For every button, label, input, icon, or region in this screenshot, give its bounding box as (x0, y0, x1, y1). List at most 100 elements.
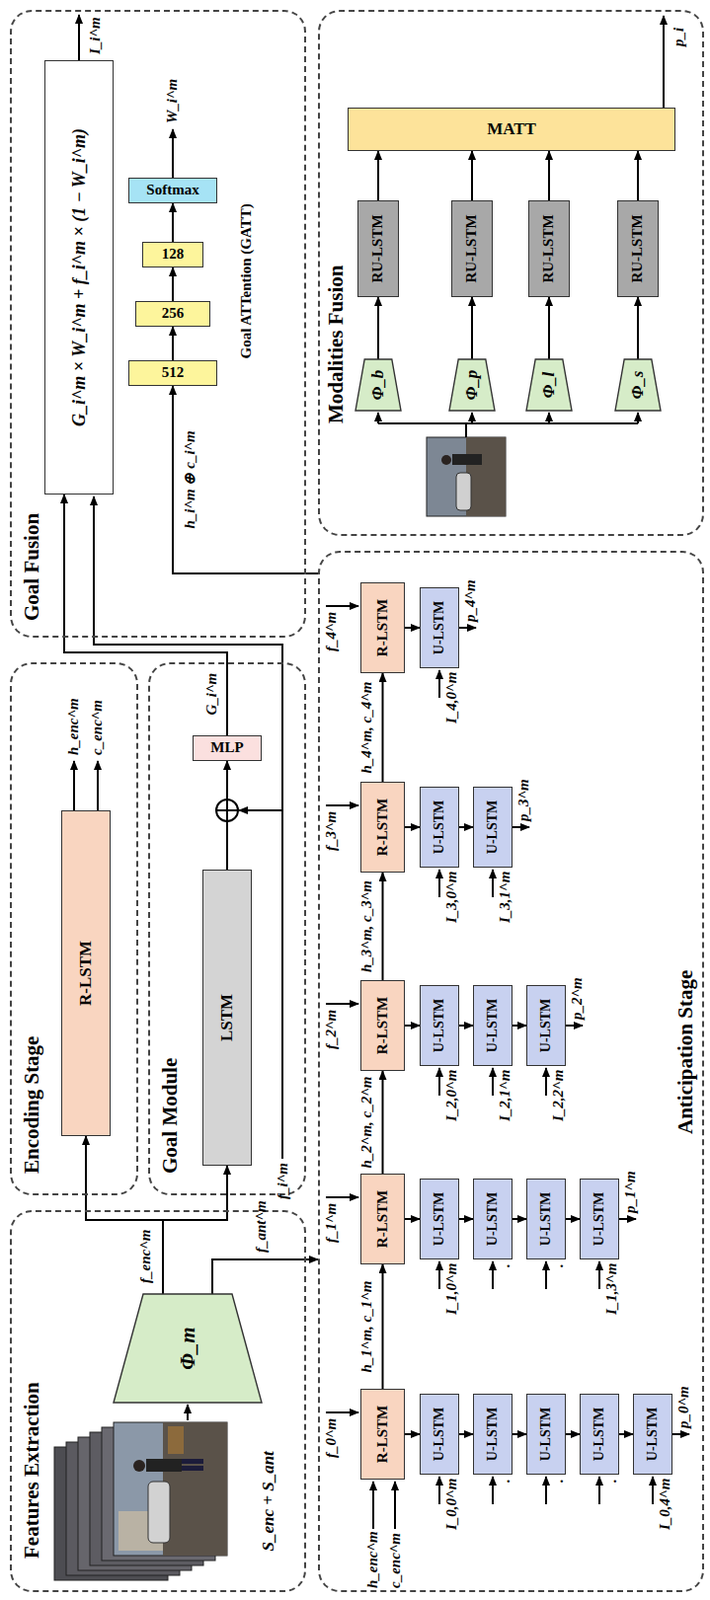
node-text: R-LSTM (374, 599, 392, 657)
output-wire (73, 761, 76, 811)
connector (636, 297, 639, 360)
math-label: f_2^m (321, 1010, 340, 1050)
connector (404, 826, 420, 829)
input-wire (438, 1068, 441, 1097)
trapezoid-shape (526, 359, 572, 411)
math-label: h_enc^m (64, 698, 82, 756)
input-wire (325, 1003, 359, 1006)
ru-lstm-box: RU-LSTM (617, 200, 659, 298)
output-wire (672, 1433, 690, 1436)
math-label: S_enc + S_ant (258, 1451, 279, 1552)
modality-frame (426, 437, 506, 517)
scene-object (167, 1426, 184, 1455)
output-wire (78, 14, 80, 61)
input-wire (491, 1262, 494, 1290)
node-text: U-LSTM (431, 999, 448, 1053)
node-text: Softmax (146, 181, 199, 199)
connector (459, 1218, 474, 1221)
math-label: p_0^m (674, 1386, 693, 1429)
math-label: I_2,1^m (495, 1070, 514, 1122)
connector (382, 872, 385, 981)
trapezoid-shape (355, 359, 401, 411)
concat-symbol (216, 799, 238, 822)
math-label: f_i^m (273, 1163, 292, 1200)
input-wire (636, 412, 639, 424)
frame-scene (118, 1422, 228, 1557)
panel-title: Goal Fusion (19, 513, 45, 622)
input-wire (545, 1068, 548, 1097)
input-wire (651, 1477, 654, 1505)
input-wire (471, 412, 474, 424)
math-label: W_i^m (162, 78, 181, 124)
connector (377, 151, 380, 201)
input-wire (491, 1477, 494, 1505)
node-text: U-LSTM (484, 1192, 501, 1247)
connector (512, 1433, 527, 1436)
connector (382, 673, 385, 783)
panel-title: Anticipation Stage (673, 970, 699, 1135)
trapezoid-shape (449, 359, 495, 411)
math-label: p_3^m (514, 779, 533, 822)
edge-label: h_3^m, c_3^m (357, 878, 376, 975)
math-label: h_enc^m (363, 1531, 382, 1589)
math-label: p_i (669, 27, 688, 47)
connector (85, 1136, 163, 1295)
scene-frame (426, 437, 506, 517)
math-label: . (495, 1479, 514, 1484)
input-wire (545, 1262, 548, 1290)
math-label: Goal ATTention (GATT) (236, 203, 255, 359)
u-lstm-box: U-LSTM (632, 1394, 673, 1476)
connector (471, 297, 474, 360)
r-lstm-box: R-LSTM (360, 1389, 405, 1481)
connector (459, 1025, 474, 1027)
input-wire (394, 1482, 396, 1530)
connector (377, 297, 380, 360)
scene-ground (162, 1422, 228, 1557)
video-frame (113, 1422, 228, 1557)
math-label: I_1,3^m (602, 1263, 621, 1316)
node-text: U-LSTM (538, 1408, 554, 1462)
node-text: U-LSTM (538, 1192, 554, 1247)
matt-box: MATT (347, 107, 676, 152)
connector (459, 1433, 474, 1436)
connector (619, 1433, 633, 1436)
math-label: . (602, 1479, 621, 1484)
output-wire (662, 15, 665, 108)
node-text: U-LSTM (538, 999, 554, 1053)
u-lstm-box: U-LSTM (473, 985, 513, 1067)
input-wire (598, 1262, 601, 1290)
u-lstm-box: U-LSTM (526, 985, 566, 1067)
u-lstm-box: U-LSTM (473, 1394, 513, 1476)
scene-ground (466, 437, 506, 517)
math-label: I_0,0^m (442, 1479, 461, 1531)
mlp-box: MLP (192, 735, 262, 762)
output-wire (96, 761, 99, 811)
connector (404, 627, 420, 630)
input-wire (325, 1412, 359, 1415)
fusion-formula: G_i^m × W_i^m + f_i^m × (1 − W_i^m) (44, 60, 114, 495)
math-label: f_1^m (321, 1203, 340, 1244)
node-text: 256 (161, 305, 185, 322)
u-lstm-box: U-LSTM (526, 1179, 566, 1261)
r-lstm-box: R-LSTM (360, 980, 405, 1072)
input-wire (372, 1482, 375, 1530)
node-text: U-LSTM (484, 800, 501, 855)
node-text: 128 (161, 245, 185, 263)
u-lstm-box: U-LSTM (419, 1179, 460, 1261)
node-text: 512 (161, 364, 185, 382)
input-wire (325, 605, 359, 608)
connector (471, 151, 474, 201)
encoder-trapezoid: Φ_p (449, 359, 495, 411)
connector (212, 1260, 318, 1295)
concat-symbol (216, 809, 238, 812)
r-lstm-box: R-LSTM (360, 1174, 405, 1265)
scene-car (456, 473, 472, 511)
connector (171, 203, 174, 242)
lstm-box: LSTM (202, 869, 252, 1167)
math-label: . (495, 1263, 514, 1268)
node-text: Φ_s (628, 371, 648, 400)
ru-lstm-box: RU-LSTM (357, 200, 399, 298)
node-text: G_i^m × W_i^m + f_i^m × (1 − W_i^m) (69, 128, 90, 427)
edge-label: h_2^m, c_2^m (357, 1075, 376, 1172)
trapezoid-shape (113, 1294, 262, 1404)
